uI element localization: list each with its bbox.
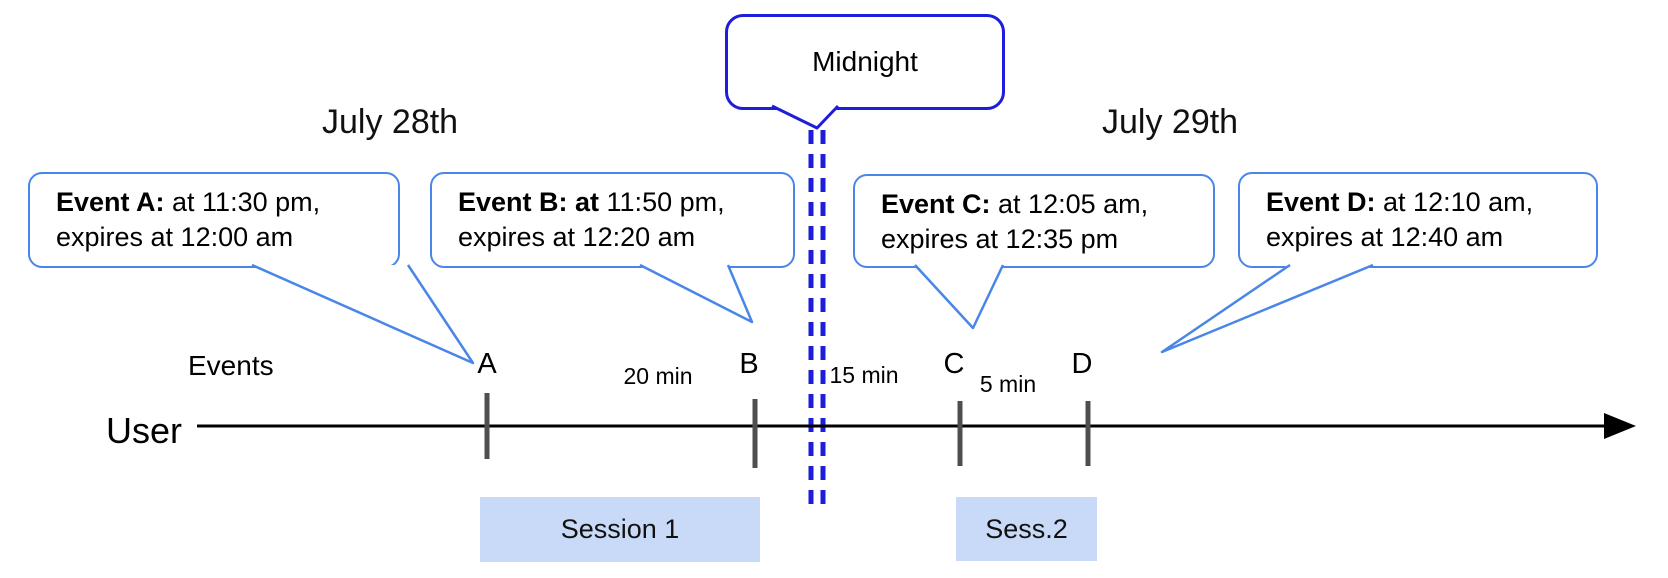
event-d-name: Event D: — [1266, 187, 1376, 217]
interval-15min: 15 min — [829, 362, 899, 388]
event-b-callout-tail — [639, 263, 754, 324]
date-july-29: July 29th — [1102, 103, 1239, 141]
event-d-line2: expires at 12:40 am — [1266, 222, 1504, 252]
event-d-callout: Event D: at 12:10 am, expires at 12:40 a… — [1238, 172, 1598, 268]
event-d-callout-tail — [1160, 263, 1374, 354]
event-a-name: Event A: — [56, 187, 165, 217]
event-a-callout-tail — [251, 263, 475, 365]
event-a-line2: expires at 12:00 am — [56, 222, 294, 252]
midnight-dashed-line — [808, 130, 826, 506]
session-2-box: Sess.2 — [956, 497, 1097, 561]
session-1-box: Session 1 — [480, 497, 760, 562]
event-c-time: at 12:05 am, — [990, 189, 1149, 219]
session-1-label: Session 1 — [560, 514, 680, 544]
tick-label-d: D — [1071, 348, 1093, 380]
interval-20min: 20 min — [623, 363, 693, 389]
tick-label-a: A — [477, 348, 497, 380]
tick-label-b: B — [739, 348, 759, 380]
event-b-callout: Event B: at 11:50 pm, expires at 12:20 a… — [430, 172, 795, 268]
event-a-callout: Event A: at 11:30 pm, expires at 12:00 a… — [28, 172, 400, 268]
event-d-line1: Event D: at 12:10 am, — [1266, 185, 1586, 220]
event-b-time: 11:50 pm, — [599, 187, 725, 217]
event-b-line1: Event B: at 11:50 pm, — [458, 185, 783, 220]
timeline-arrowhead-icon — [1604, 413, 1636, 439]
tick-label-c: C — [943, 348, 965, 380]
event-c-callout: Event C: at 12:05 am, expires at 12:35 p… — [853, 174, 1215, 268]
event-c-callout-tail — [914, 264, 1005, 330]
event-c-line2: expires at 12:35 pm — [881, 224, 1119, 254]
events-axis-label: Events — [188, 350, 274, 381]
event-c-name: Event C: — [881, 189, 991, 219]
midnight-callout: Midnight — [725, 14, 1005, 110]
date-july-28: July 28th — [322, 103, 459, 141]
interval-5min: 5 min — [979, 371, 1037, 397]
event-d-time: at 12:10 am, — [1375, 187, 1534, 217]
event-a-time: at 11:30 pm, — [164, 187, 321, 217]
event-b-name: Event B: at — [458, 187, 600, 217]
event-c-line1: Event C: at 12:05 am, — [881, 187, 1203, 222]
event-a-line1: Event A: at 11:30 pm, — [56, 185, 388, 220]
midnight-label: Midnight — [812, 46, 918, 77]
session-2-label: Sess.2 — [985, 513, 1068, 544]
event-b-line2: expires at 12:20 am — [458, 222, 696, 252]
user-axis-label: User — [106, 410, 183, 451]
